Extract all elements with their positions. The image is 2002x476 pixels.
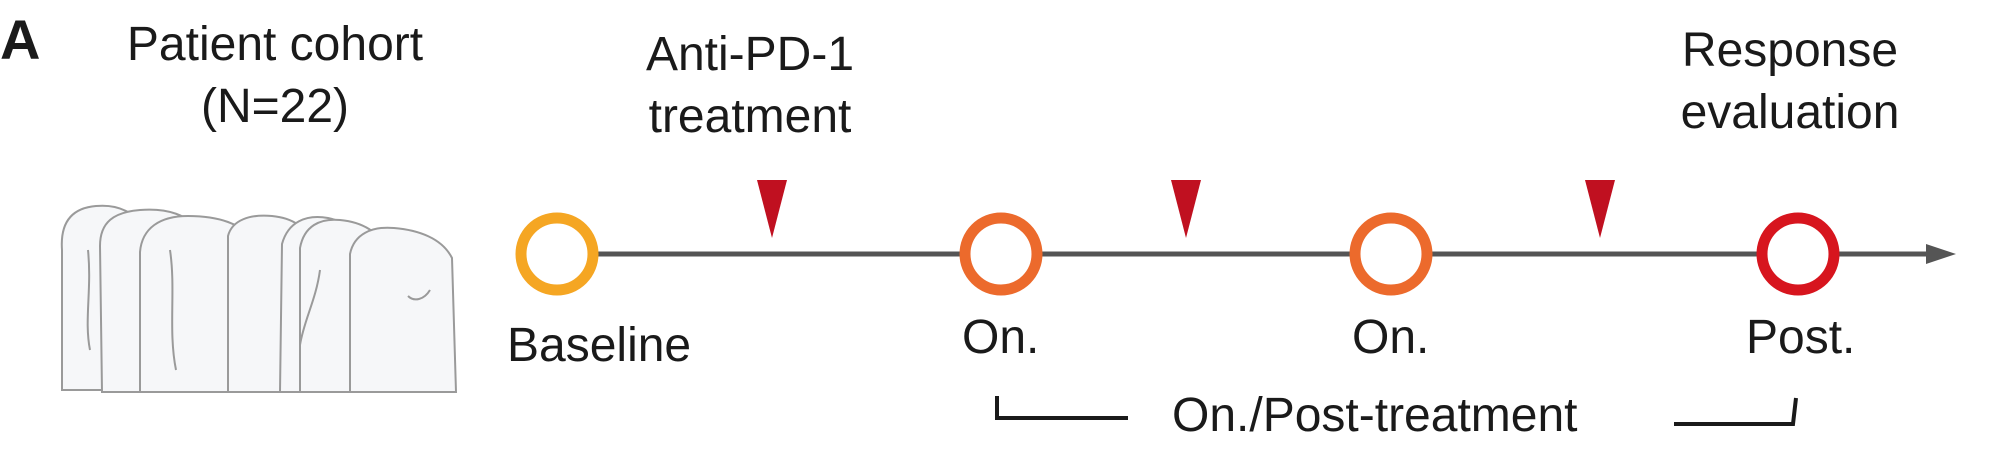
bracket-left [995,396,1128,420]
timepoint-on-1-marker [959,212,1043,296]
timepoint-post-label: Post. [1746,311,1856,364]
response-header: Response evaluation [1590,20,1990,144]
treatment-title-line2: treatment [648,90,852,143]
bracket-label: On./Post-treatment [1172,389,1578,442]
timepoint-baseline-marker [515,212,599,296]
cohort-title: Patient cohort [126,18,424,71]
timepoint-on-2-marker [1349,212,1433,296]
timepoint-baseline-label: Baseline [507,319,692,372]
treatment-header: Anti-PD-1 treatment [560,24,940,148]
panel-label: A [0,8,41,71]
timepoint-on-2-label: On. [1352,311,1430,364]
treatment-marker-3 [1585,180,1615,238]
bracket-right [1674,397,1798,426]
cohort-header: Patient cohort (N=22) [70,14,480,138]
response-title-line1: Response [1681,24,1899,77]
patient-cohort-illustration [60,204,458,393]
timepoint-post-marker [1756,212,1840,296]
timeline-arrowhead [1926,244,1956,264]
treatment-title-line1: Anti-PD-1 [645,28,855,81]
silhouette-7 [349,226,458,393]
treatment-marker-2 [1171,180,1201,238]
treatment-marker-1 [757,180,787,238]
response-title-line2: evaluation [1680,86,1900,139]
cohort-count: (N=22) [200,80,350,133]
timepoint-on-1-label: On. [962,311,1040,364]
